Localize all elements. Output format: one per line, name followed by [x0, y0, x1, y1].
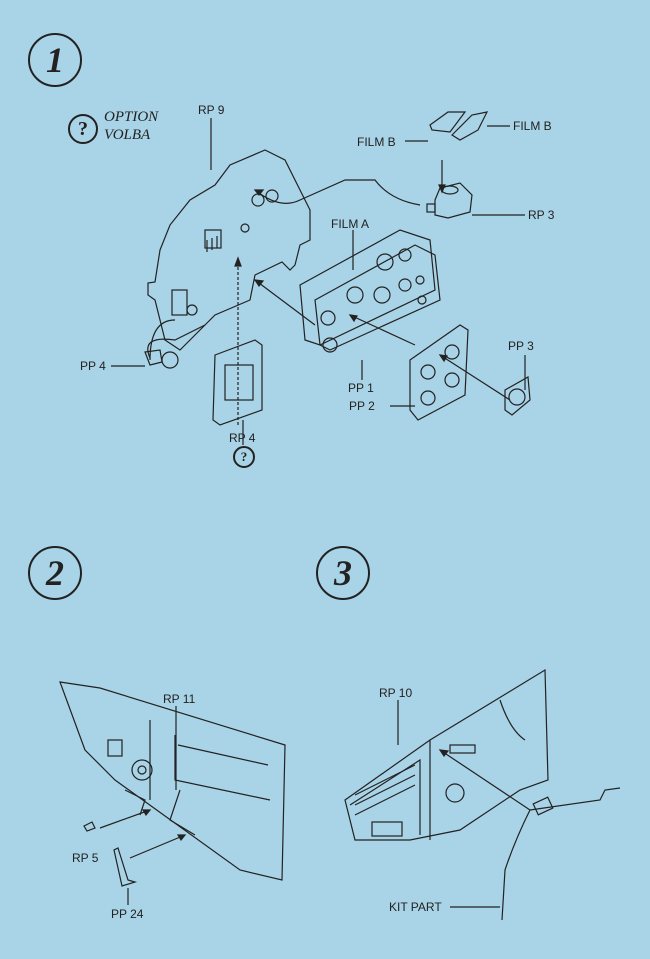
label-film-a: FILM A — [331, 217, 370, 231]
film-b-right-drawing — [451, 111, 489, 141]
rp11-panel-drawing — [59, 681, 286, 881]
label-kit-part: KIT PART — [389, 900, 442, 914]
rp3-drawing — [434, 182, 473, 219]
label-pp3: PP 3 — [508, 339, 534, 353]
pp1-drawing — [314, 244, 441, 351]
label-rp11: RP 11 — [163, 692, 196, 706]
kit-part-drawing — [501, 787, 621, 921]
option-symbol-icon: ? — [68, 114, 98, 144]
pp3-drawing — [504, 376, 531, 416]
label-film-b-left: FILM B — [357, 135, 396, 149]
label-film-b-right: FILM B — [513, 119, 552, 133]
rp10-panel-drawing — [344, 668, 549, 841]
rp5-drawing — [83, 821, 96, 832]
step-1-number: 1 — [28, 33, 82, 87]
pp24-drawing — [113, 847, 138, 887]
label-pp4: PP 4 — [80, 359, 106, 373]
volba-label: VOLBA — [104, 127, 151, 143]
label-pp2: PP 2 — [349, 399, 375, 413]
rp4-option-icon: ? — [233, 446, 255, 468]
film-a-drawing — [299, 229, 436, 346]
label-pp1: PP 1 — [348, 381, 374, 395]
pp2-drawing — [409, 324, 469, 421]
step-3-number: 3 — [316, 546, 370, 600]
label-rp10: RP 10 — [379, 686, 413, 700]
film-b-left-drawing — [429, 111, 467, 133]
label-rp3: RP 3 — [528, 208, 555, 222]
pp4-drawing — [144, 349, 163, 366]
label-pp24: PP 24 — [111, 907, 144, 921]
label-rp9: RP 9 — [198, 103, 225, 117]
label-rp5: RP 5 — [72, 851, 99, 865]
label-rp4: RP 4 — [229, 431, 256, 445]
step-2-number: 2 — [28, 546, 82, 600]
option-label: OPTION — [104, 109, 159, 125]
rp9-panel-drawing — [147, 149, 311, 369]
rp4-drawing — [212, 339, 263, 426]
